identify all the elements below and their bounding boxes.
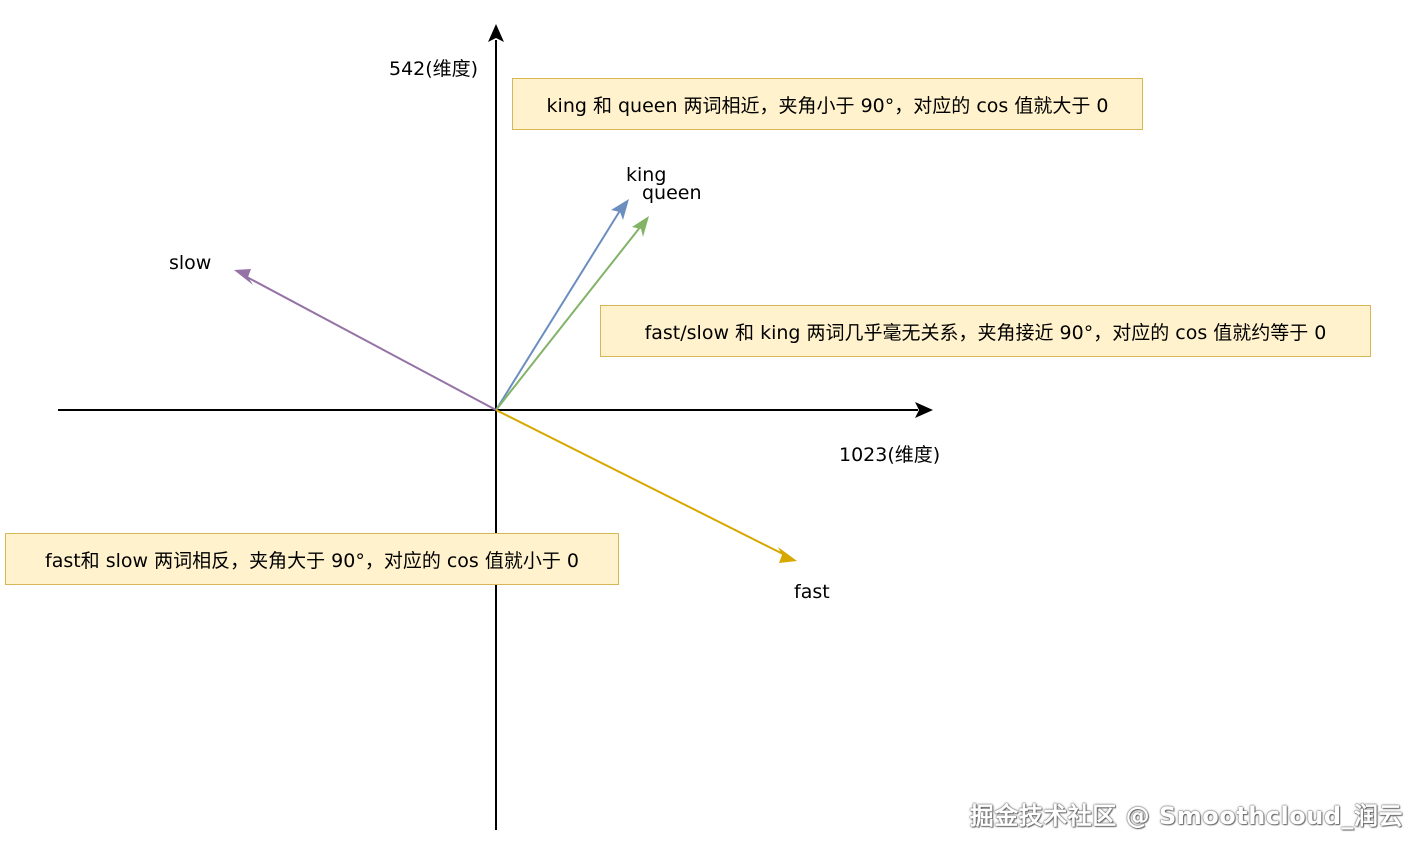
vector-king-line — [495, 208, 622, 411]
vector-label-fast: fast — [794, 581, 830, 603]
vector-slow — [234, 269, 497, 411]
vector-label-queen: queen — [642, 182, 702, 204]
vector-queen — [495, 216, 649, 411]
vector-slow-arrowhead — [234, 269, 253, 285]
vector-label-slow: slow — [169, 252, 212, 274]
vector-label-king: king — [626, 164, 667, 186]
watermark: 掘金技术社区 @ Smoothcloud_润云 — [969, 802, 1403, 830]
vector-king-arrowhead — [611, 199, 629, 220]
note-fast-slow-king: fast/slow 和 king 两词几乎毫无关系，夹角接近 90°，对应的 c… — [600, 305, 1371, 357]
x-axis-label: 1023(维度) — [839, 444, 941, 466]
note-fast-slow: fast和 slow 两词相反，夹角大于 90°，对应的 cos 值就小于 0 — [5, 533, 619, 585]
vector-slow-line — [244, 275, 497, 411]
vector-queen-arrowhead — [632, 216, 649, 237]
y-axis-label: 542(维度) — [389, 58, 479, 80]
y-axis-arrowhead — [488, 24, 504, 42]
vector-fast — [495, 409, 797, 563]
vector-fast-line — [495, 409, 786, 556]
x-axis-arrowhead — [915, 402, 933, 418]
vector-queen-line — [495, 225, 642, 411]
note-king-queen: king 和 queen 两词相近，夹角小于 90°，对应的 cos 值就大于 … — [512, 78, 1143, 130]
vector-fast-arrowhead — [778, 547, 797, 563]
vector-king — [495, 199, 629, 411]
